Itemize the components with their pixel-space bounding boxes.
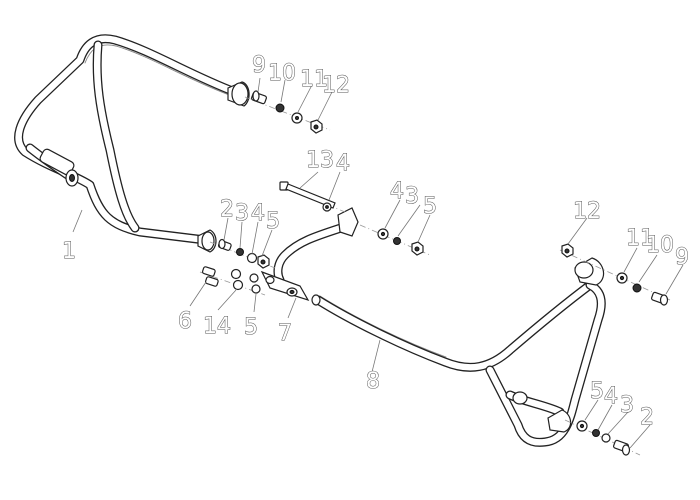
fasteners-center-right [359,224,431,256]
callout-9-right: 9 [675,245,689,270]
fasteners-right-lower [564,419,641,456]
callout-7: 7 [278,321,292,346]
callout-3-right-lower: 3 [620,393,634,418]
callout-10-top: 10 [268,61,296,86]
fasteners-right-upper [559,243,671,306]
left-crash-bar [14,34,250,253]
callout-1: 1 [62,239,76,264]
callout-3-right: 3 [405,184,419,209]
center-bracket [260,207,359,302]
callout-4-center: 4 [336,151,350,176]
callout-3-left: 3 [235,201,249,226]
callout-10-right: 10 [646,233,674,258]
callout-9-top: 9 [252,53,266,78]
callout-8: 8 [366,369,380,394]
callout-11-top: 11 [300,67,328,92]
callout-5-right: 5 [423,194,437,219]
callout-5-lower: 5 [244,315,258,340]
callout-2-right-lower: 2 [640,405,654,430]
callout-6: 6 [178,309,192,334]
callouts: 1 9 10 11 12 13 4 4 3 5 2 3 4 5 6 14 5 7… [62,53,690,431]
callout-12-top: 12 [322,73,350,98]
callout-5-right-lower: 5 [590,379,604,404]
callout-5-left: 5 [266,209,280,234]
callout-2-left: 2 [220,197,234,222]
right-crash-bar [311,257,606,447]
callout-11-right: 11 [626,226,654,251]
leader-lines [72,77,684,449]
callout-4-left: 4 [251,201,265,226]
callout-4-right-lower: 4 [604,384,618,409]
fasteners-top [244,90,331,134]
callout-14: 14 [203,314,231,339]
callout-12-right: 12 [573,199,601,224]
fasteners-left-lower [199,238,276,296]
callout-4-right: 4 [390,179,404,204]
fasteners-center-top [279,181,346,213]
callout-13: 13 [306,148,334,173]
